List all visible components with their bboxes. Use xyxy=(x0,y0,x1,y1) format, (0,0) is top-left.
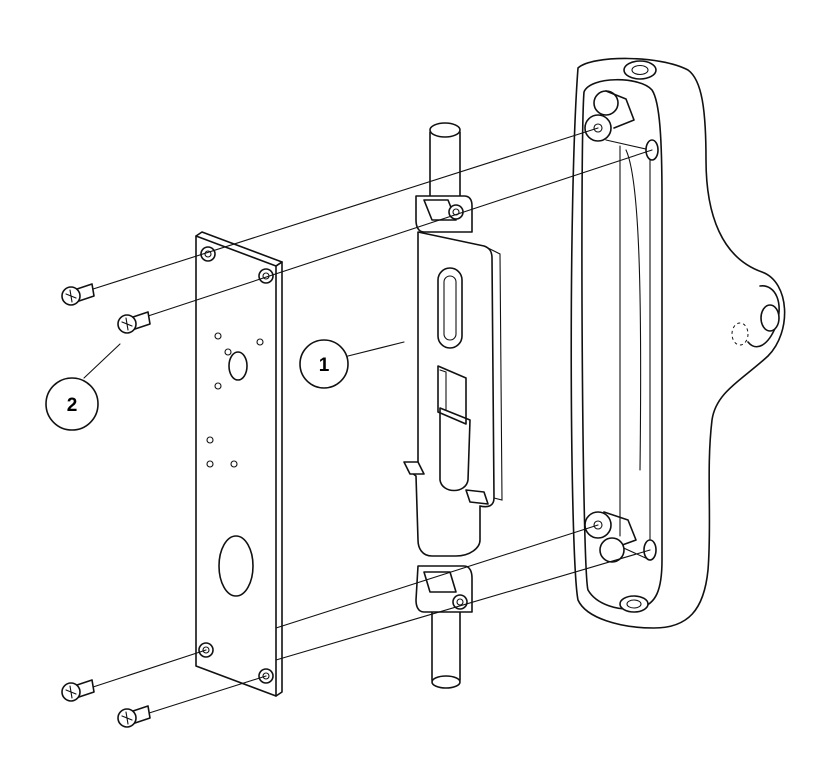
callout-1-label: 1 xyxy=(319,355,330,376)
callout-1: 1 xyxy=(299,339,405,389)
callout-2-label: 2 xyxy=(67,395,78,416)
callout-2: 2 xyxy=(45,343,121,431)
screw-bottom-right xyxy=(117,705,151,728)
lock-housing xyxy=(570,57,786,629)
alignment-lines xyxy=(89,127,653,715)
screw-top-right xyxy=(117,311,151,334)
screw-top-left xyxy=(61,283,95,306)
latch-bolt-assembly xyxy=(403,122,503,689)
front-plate xyxy=(195,231,283,697)
screw-bottom-left xyxy=(61,679,95,702)
